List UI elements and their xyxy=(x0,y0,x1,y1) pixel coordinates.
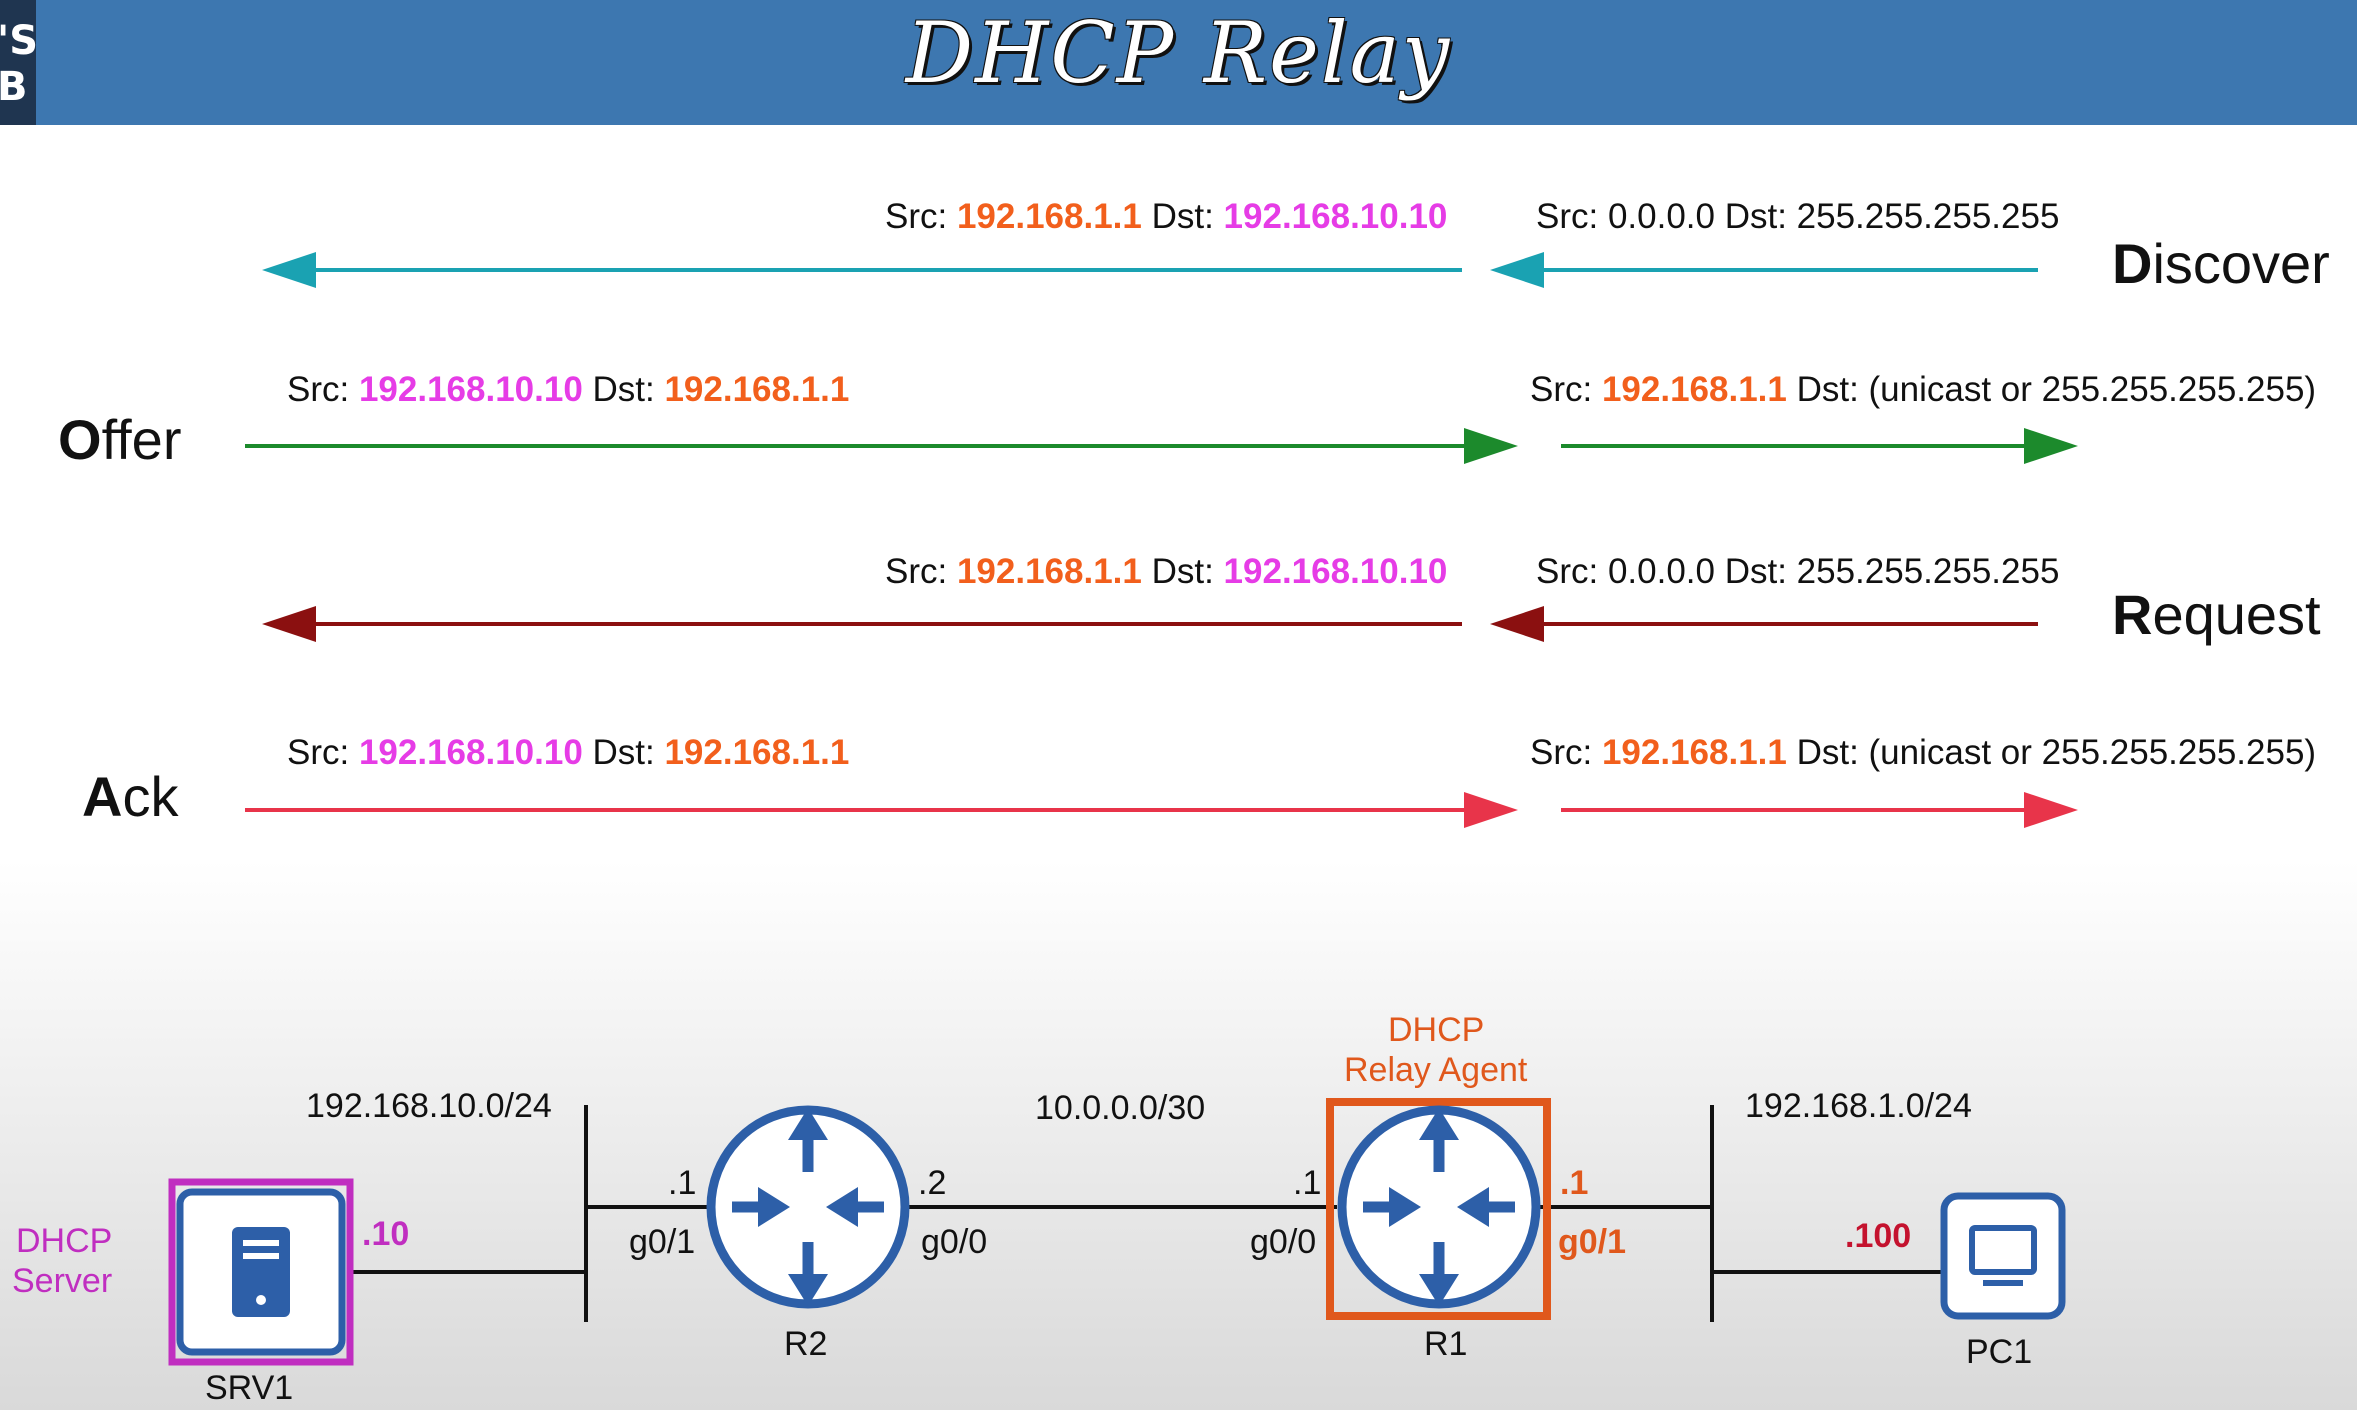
channel-logo: 'S B xyxy=(0,0,36,125)
discover-arrows xyxy=(262,252,2038,288)
offer-label: Offer xyxy=(58,408,182,471)
r2-right-ip: .2 xyxy=(918,1164,947,1202)
r1-right-ip: .1 xyxy=(1560,1164,1589,1202)
srv1-role-line1: DHCP xyxy=(16,1222,113,1260)
pc-icon xyxy=(1969,1225,2037,1286)
ack-arrowhead-left xyxy=(1464,792,1518,828)
pc-lan-network-label: 192.168.1.0/24 xyxy=(1745,1087,1972,1125)
request-arrowhead-right xyxy=(1490,606,1544,642)
pc1-device[interactable] xyxy=(1940,1192,2066,1320)
request-label: Request xyxy=(2112,583,2321,646)
srv1-highlight-box xyxy=(168,1178,354,1366)
r1-right-interface: g0/1 xyxy=(1558,1223,1627,1261)
discover-relay-src-dst: Src: 192.168.1.1 Dst: 192.168.10.10 xyxy=(885,197,1448,236)
r2-left-ip: .1 xyxy=(668,1164,697,1202)
pc1-ip: .100 xyxy=(1845,1217,1912,1255)
title-banner: 'S B DHCP Relay xyxy=(0,0,2357,125)
server-icon xyxy=(232,1227,290,1317)
r1-role-line2: Relay Agent xyxy=(1344,1051,1528,1089)
r2-device[interactable] xyxy=(706,1105,910,1309)
logo-glyph: 'S B xyxy=(0,18,36,110)
request-client-src-dst: Src: 0.0.0.0 Dst: 255.255.255.255 xyxy=(1536,552,2060,591)
transit-network-label: 10.0.0.0/30 xyxy=(1035,1089,1206,1127)
ack-relay-src-dst: Src: 192.168.1.1 Dst: (unicast or 255.25… xyxy=(1530,733,2317,772)
r1-left-ip: .1 xyxy=(1293,1164,1322,1202)
router-icon xyxy=(1363,1108,1515,1306)
slide-title: DHCP Relay xyxy=(905,4,1452,102)
srv1-name: SRV1 xyxy=(205,1369,294,1407)
r1-relay-highlight-box xyxy=(1326,1098,1551,1320)
r2-right-interface: g0/0 xyxy=(921,1223,988,1261)
discover-label: Discover xyxy=(2112,232,2330,295)
srv1-ip: .10 xyxy=(362,1215,410,1253)
ack-server-src-dst: Src: 192.168.10.10 Dst: 192.168.1.1 xyxy=(287,733,850,772)
r2-left-interface: g0/1 xyxy=(629,1223,696,1261)
ack-label: Ack xyxy=(82,765,179,828)
discover-arrowhead-right xyxy=(1490,252,1544,288)
request-arrowhead-left xyxy=(262,606,316,642)
network-links xyxy=(352,1105,1944,1322)
pc1-icon-frame xyxy=(1940,1192,2066,1320)
discover-arrowhead-left xyxy=(262,252,316,288)
srv1-device[interactable] xyxy=(168,1178,354,1366)
request-arrows xyxy=(262,606,2038,642)
offer-arrowhead-left xyxy=(1464,428,1518,464)
r1-left-interface: g0/0 xyxy=(1250,1223,1317,1261)
r1-name: R1 xyxy=(1424,1325,1468,1363)
pc1-name: PC1 xyxy=(1966,1333,2033,1371)
discover-client-src-dst: Src: 0.0.0.0 Dst: 255.255.255.255 xyxy=(1536,197,2060,236)
request-relay-src-dst: Src: 192.168.1.1 Dst: 192.168.10.10 xyxy=(885,552,1448,591)
ack-arrows xyxy=(245,792,2078,828)
offer-relay-src-dst: Src: 192.168.1.1 Dst: (unicast or 255.25… xyxy=(1530,370,2317,409)
srv1-role-line2: Server xyxy=(12,1262,113,1300)
srv-lan-network-label: 192.168.10.0/24 xyxy=(306,1087,552,1125)
offer-arrows xyxy=(245,428,2078,464)
offer-arrowhead-right xyxy=(2024,428,2078,464)
ack-arrowhead-right xyxy=(2024,792,2078,828)
offer-server-src-dst: Src: 192.168.10.10 Dst: 192.168.1.1 xyxy=(287,370,850,409)
r2-name: R2 xyxy=(784,1325,828,1363)
r1-device[interactable] xyxy=(1326,1098,1551,1320)
r1-role-line1: DHCP xyxy=(1388,1011,1485,1049)
router-icon xyxy=(732,1108,884,1306)
